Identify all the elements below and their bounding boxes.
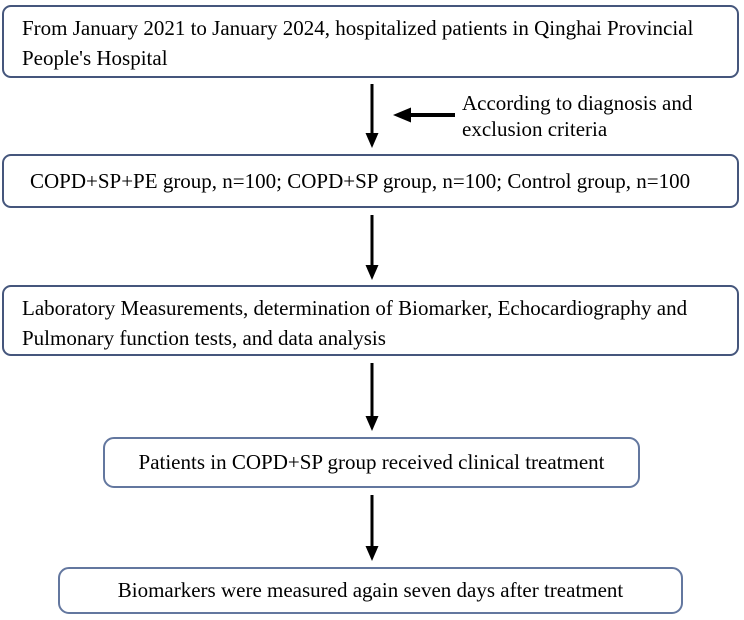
annotation-text-line: exclusion criteria [462, 117, 608, 141]
box-measurements: Laboratory Measurements, determination o… [2, 285, 739, 356]
box-group-allocation: COPD+SP+PE group, n=100; COPD+SP group, … [2, 154, 739, 208]
annotation-text-line: According to diagnosis and [462, 91, 693, 115]
box-text-line: From January 2021 to January 2024, hospi… [22, 16, 694, 40]
box-text-line: Laboratory Measurements, determination o… [22, 296, 688, 320]
annotation-arrow-left [393, 107, 455, 123]
down-arrow-2 [365, 215, 379, 280]
box-study-population: From January 2021 to January 2024, hospi… [2, 5, 739, 78]
down-arrow-3 [365, 363, 379, 431]
box-text-line: Patients in COPD+SP group received clini… [138, 450, 605, 474]
annotation-criteria: According to diagnosis and exclusion cri… [462, 90, 692, 142]
box-text-line: COPD+SP+PE group, n=100; COPD+SP group, … [30, 168, 691, 193]
down-arrow-4 [365, 495, 379, 561]
box-treatment: Patients in COPD+SP group received clini… [103, 437, 640, 488]
box-text-line: Pulmonary function tests, and data analy… [22, 326, 386, 350]
box-text-line: People's Hospital [22, 46, 168, 70]
box-post-treatment-measurement: Biomarkers were measured again seven day… [58, 567, 683, 614]
down-arrow-1 [365, 84, 379, 148]
box-text-line: Biomarkers were measured again seven day… [117, 578, 624, 602]
